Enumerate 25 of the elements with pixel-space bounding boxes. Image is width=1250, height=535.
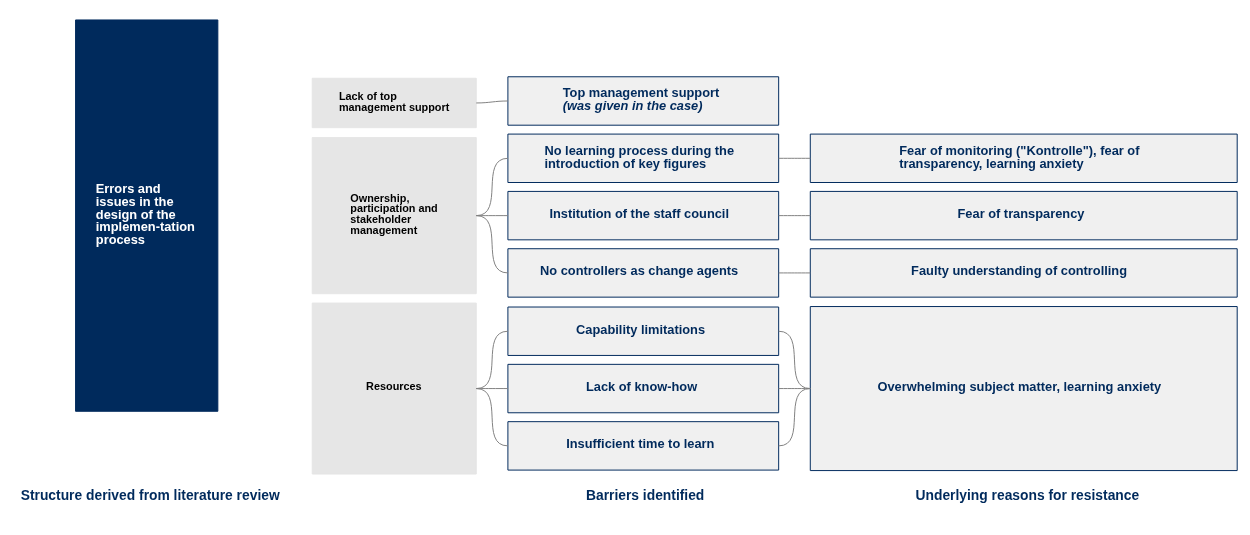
node-box: No learning process during the introduction of key figures <box>507 133 780 183</box>
connector <box>778 388 811 447</box>
connector <box>778 157 811 159</box>
node-box: Institution of the staff council <box>507 190 780 241</box>
node-box: Fear of monitoring ("Kontrolle"), fear of transparency, learning anxiety <box>809 133 1238 183</box>
connector <box>778 215 811 217</box>
node-box: Lack of know-how <box>507 363 780 414</box>
node-box: Insufficient time to learn <box>507 421 780 471</box>
node-box: Overwhelming subject matter, learning anxiety <box>809 306 1238 472</box>
node-box: Fear of transparency <box>809 190 1238 241</box>
node-box: Capability limitations <box>507 306 780 356</box>
node-box: Errors and issues in the design of the implemen-tation process <box>75 19 219 412</box>
label: Underlying reasons for resistance <box>915 486 1140 503</box>
connector <box>475 388 509 447</box>
label: Structure derived from literature review <box>20 486 280 503</box>
node-box: Lack of top management support <box>311 77 477 129</box>
connector <box>778 272 811 274</box>
node-box: Faulty understanding of controlling <box>809 248 1238 298</box>
connector <box>475 100 509 104</box>
label: Barriers identified <box>585 486 705 503</box>
node-box: Resources <box>311 302 477 475</box>
node-box: Top management support (was given in the case) <box>507 76 780 126</box>
node-box: Ownership, participation and stakeholder management <box>311 137 477 295</box>
connector <box>475 215 509 274</box>
node-box: No controllers as change agents <box>507 248 780 298</box>
